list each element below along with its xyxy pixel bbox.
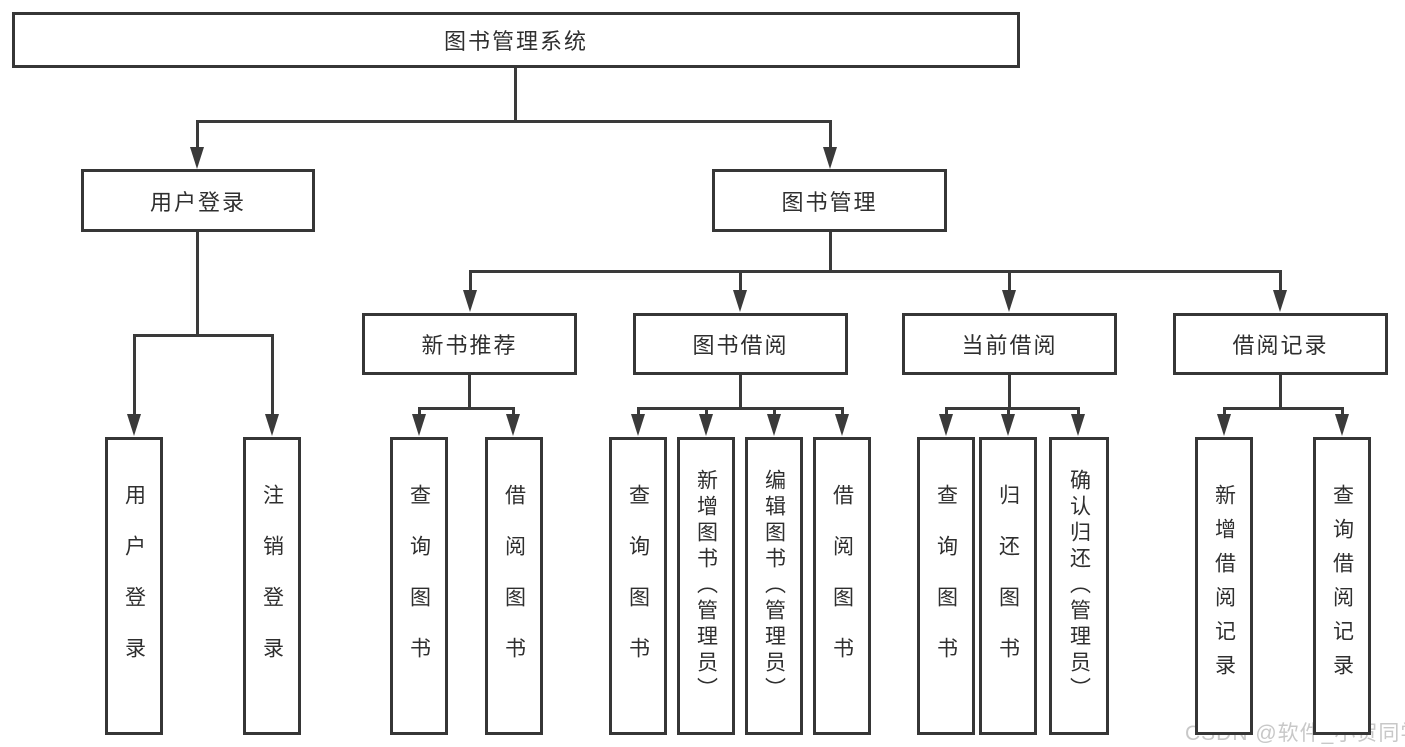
connector-segment [637,407,843,410]
connector-segment [1008,270,1011,293]
connector-segment [829,232,832,272]
arrowhead-down-icon [1001,414,1015,436]
arrowhead-down-icon [835,414,849,436]
arrowhead-down-icon [631,414,645,436]
leaf-label: 借阅图书 [830,484,854,688]
node-current-borrowing: 当前借阅 [902,313,1117,375]
arrowhead-down-icon [463,290,477,312]
leaf-label: 查询图书 [626,484,650,688]
connector-segment [196,232,199,336]
arrowhead-down-icon [1335,414,1349,436]
connector-segment [133,334,273,337]
connector-segment [514,68,517,121]
leaf-node-borrow-books: 借阅图书 [813,437,871,735]
connector-segment [773,407,776,419]
arrowhead-down-icon [939,414,953,436]
arrowhead-down-icon [190,147,204,169]
connector-segment [1279,375,1282,410]
leaf-node-user-login: 用户登录 [105,437,163,735]
node-label: 图书管理系统 [443,29,588,54]
arrowhead-down-icon [265,414,279,436]
connector-segment [1279,270,1282,293]
arrowhead-down-icon [767,414,781,436]
leaf-node-borrow-books: 借阅图书 [485,437,543,735]
arrowhead-down-icon [1273,290,1287,312]
leaf-node-query-borrow-record: 查询借阅记录 [1313,437,1371,735]
connector-segment [1008,375,1011,410]
leaf-node-return-books: 归还图书 [979,437,1037,735]
node-label: 图书借阅 [692,333,789,358]
connector-segment [829,120,832,150]
connector-segment [945,407,1079,410]
connector-segment [418,407,515,410]
node-label: 借阅记录 [1232,333,1329,358]
connector-segment [196,120,199,150]
node-book-borrowing: 图书借阅 [633,313,848,375]
connector-segment [739,270,742,293]
connector-segment [512,407,515,419]
leaf-node-query-books: 查询图书 [917,437,975,735]
arrowhead-down-icon [412,414,426,436]
connector-segment [637,407,640,419]
leaf-node-logout: 注销登录 [243,437,301,735]
leaf-label: 新增借阅记录 [1212,484,1236,688]
leaf-label: 查询图书 [934,484,958,688]
leaf-label: 查询图书 [407,484,431,688]
connector-segment [1077,407,1080,419]
node-new-book-recommendation: 新书推荐 [362,313,577,375]
leaf-label: 借阅图书 [502,484,526,688]
leaf-label: 查询借阅记录 [1330,484,1354,688]
connector-segment [1007,407,1010,419]
leaf-label: 新增图书（管理员） [694,469,718,703]
node-label: 新书推荐 [421,333,518,358]
arrowhead-down-icon [1217,414,1231,436]
connector-segment [271,334,274,416]
connector-segment [196,120,832,123]
leaf-label: 注销登录 [260,484,284,688]
connector-segment [1223,407,1343,410]
leaf-label: 用户登录 [122,484,146,688]
arrowhead-down-icon [733,290,747,312]
arrowhead-down-icon [1002,290,1016,312]
connector-segment [945,407,948,419]
arrowhead-down-icon [127,414,141,436]
node-book-management: 图书管理 [712,169,947,232]
node-label: 用户登录 [149,189,246,215]
leaf-node-add-borrow-record: 新增借阅记录 [1195,437,1253,735]
node-user-login: 用户登录 [81,169,315,232]
connector-segment [418,407,421,419]
connector-segment [841,407,844,419]
arrowhead-down-icon [506,414,520,436]
leaf-node-query-books: 查询图书 [390,437,448,735]
leaf-node-confirm-return-admin: 确认归还（管理员） [1049,437,1109,735]
leaf-node-query-books: 查询图书 [609,437,667,735]
leaf-label: 归还图书 [996,484,1020,688]
arrowhead-down-icon [699,414,713,436]
connector-segment [705,407,708,419]
connector-segment [133,334,136,416]
node-borrowing-records: 借阅记录 [1173,313,1388,375]
node-library-management-system: 图书管理系统 [12,12,1020,68]
connector-segment [469,270,1281,273]
leaf-node-add-books-admin: 新增图书（管理员） [677,437,735,735]
arrowhead-down-icon [823,147,837,169]
node-label: 当前借阅 [961,333,1058,358]
connector-segment [1223,407,1226,419]
leaf-label: 确认归还（管理员） [1067,469,1091,703]
leaf-label: 编辑图书（管理员） [762,469,786,703]
arrowhead-down-icon [1071,414,1085,436]
connector-segment [468,375,471,410]
node-label: 图书管理 [781,189,878,215]
connector-segment [469,270,472,293]
connector-segment [739,375,742,410]
leaf-node-edit-books-admin: 编辑图书（管理员） [745,437,803,735]
connector-segment [1341,407,1344,419]
